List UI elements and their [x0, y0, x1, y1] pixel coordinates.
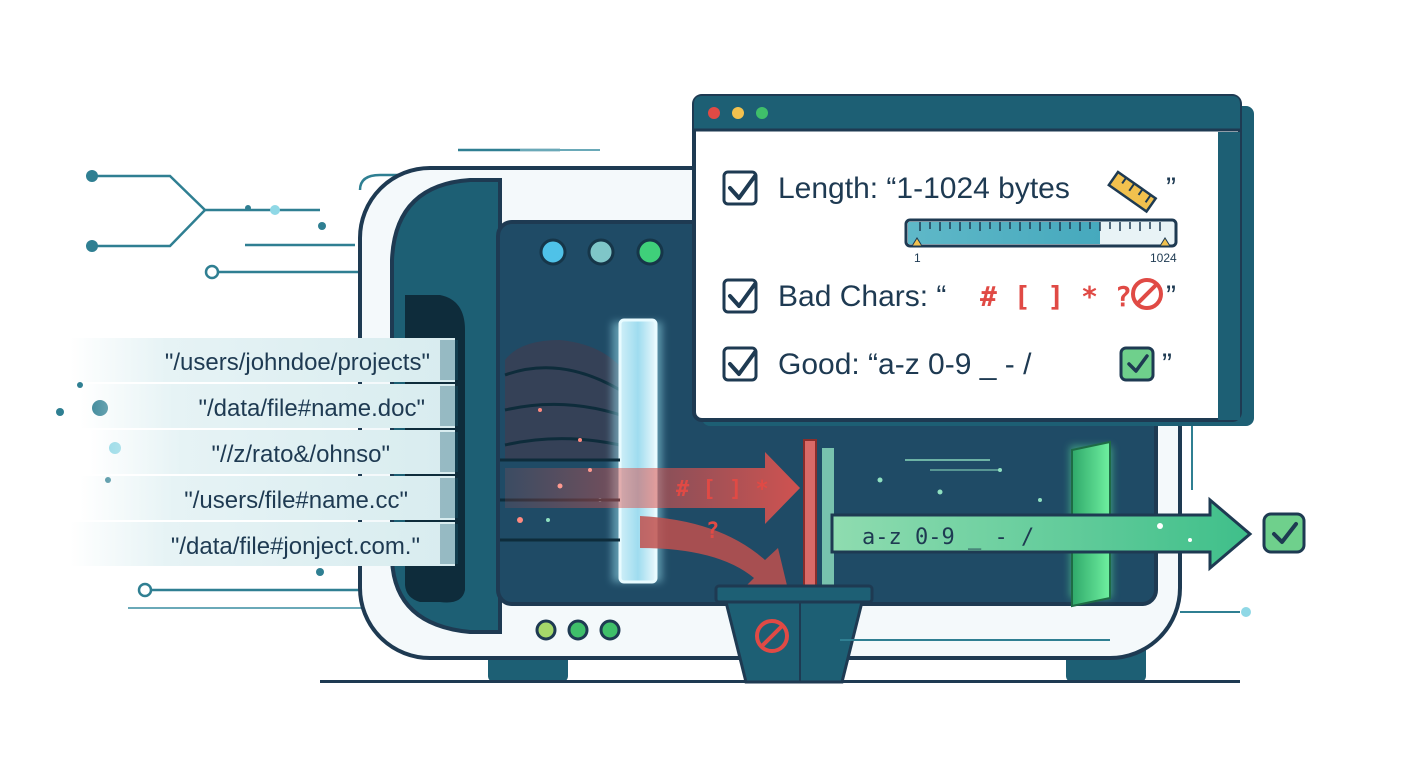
rule-length: Length: “1-1024 bytes ”: [722, 170, 1178, 265]
rule-bad-chars-close-quote: ”: [1166, 280, 1176, 313]
rejected-flow: # [ ] * ?: [505, 439, 834, 611]
rule-length-close-quote: ”: [1166, 172, 1176, 205]
length-scale-max: 1024: [1150, 251, 1177, 265]
input-path-text: "/users/johndoe/projects": [165, 349, 430, 376]
rejected-question-label: ?: [706, 519, 719, 544]
check-icon: [1262, 512, 1306, 554]
no-entry-icon: [755, 619, 789, 653]
input-path-tag: "/data/file#jonject.com.": [70, 522, 458, 566]
indicator-lights: [535, 238, 664, 641]
data-particles: [546, 459, 1192, 542]
checkbox-icon: [722, 278, 758, 314]
bad-chars-list: # [ ] * ?: [980, 280, 1132, 313]
rule-bad-chars-label: Bad Chars: “: [778, 280, 946, 313]
input-path-list: "/users/johndoe/projects" "/data/file#na…: [70, 338, 458, 566]
rejected-chars-label: # [ ] *: [676, 477, 769, 502]
rule-length-label: Length: “1-1024 bytes: [778, 172, 1070, 205]
input-path-text: "/users/file#name.cc": [184, 487, 408, 514]
checkbox-icon: [722, 170, 758, 206]
no-entry-icon: [1131, 278, 1163, 310]
input-path-tag: "/data/file#name.doc": [80, 384, 458, 428]
rule-good-label: Good: “a-z 0-9 _ - /: [778, 348, 1032, 381]
accepted-flow: a-z 0-9 _ - /: [830, 420, 1306, 641]
reject-bin: [714, 584, 874, 684]
accepted-chars-label: a-z 0-9 _ - /: [862, 525, 1034, 550]
length-scale-min: 1: [914, 251, 921, 265]
input-path-text: "/data/file#name.doc": [198, 395, 425, 422]
input-path-text: "/data/file#jonject.com.": [171, 533, 420, 560]
rule-good-close-quote: ”: [1162, 348, 1172, 381]
check-icon: [1119, 346, 1155, 382]
rule-good: Good: “a-z 0-9 _ - / ”: [722, 346, 1172, 382]
input-path-tag: "/users/johndoe/projects": [70, 338, 458, 382]
checkbox-icon: [722, 346, 758, 382]
ruler-icon: [1107, 170, 1158, 214]
circuit-lines: [92, 148, 600, 609]
input-path-tag: "/users/file#name.cc": [80, 476, 458, 520]
input-path-text: "//z/rato&/ohnso": [212, 441, 390, 468]
input-path-tag: "//z/rato&/ohnso": [90, 430, 458, 474]
rule-bad-chars: Bad Chars: “ # [ ] * ? ”: [722, 278, 1176, 314]
length-scale: 1 1024: [904, 218, 1178, 265]
